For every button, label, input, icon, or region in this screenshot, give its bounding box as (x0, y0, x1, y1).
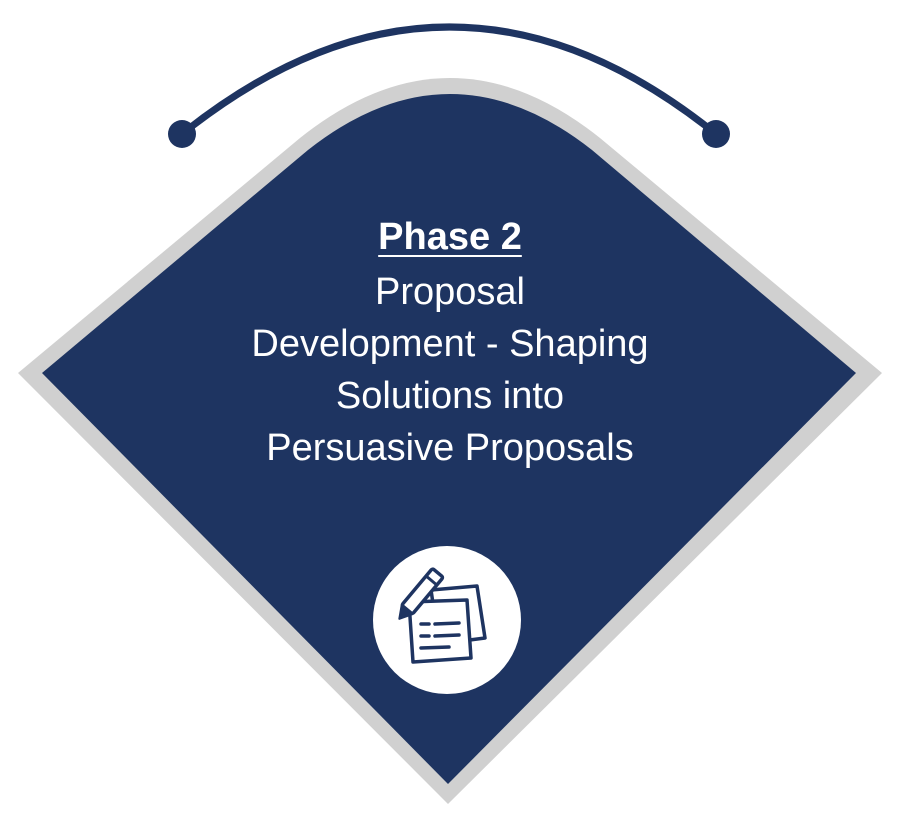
document-pencil-icon (398, 567, 487, 664)
shape-fill (42, 94, 856, 784)
phase-text: Phase 2 Proposal Development - Shaping S… (150, 212, 750, 474)
arc-right-dot (702, 120, 730, 148)
arc-left-dot (168, 120, 196, 148)
phase-title: Phase 2 (378, 216, 522, 258)
phase-description: Proposal Development - Shaping Solutions… (251, 271, 649, 469)
top-arc (178, 23, 720, 138)
icon-circle (373, 546, 521, 694)
